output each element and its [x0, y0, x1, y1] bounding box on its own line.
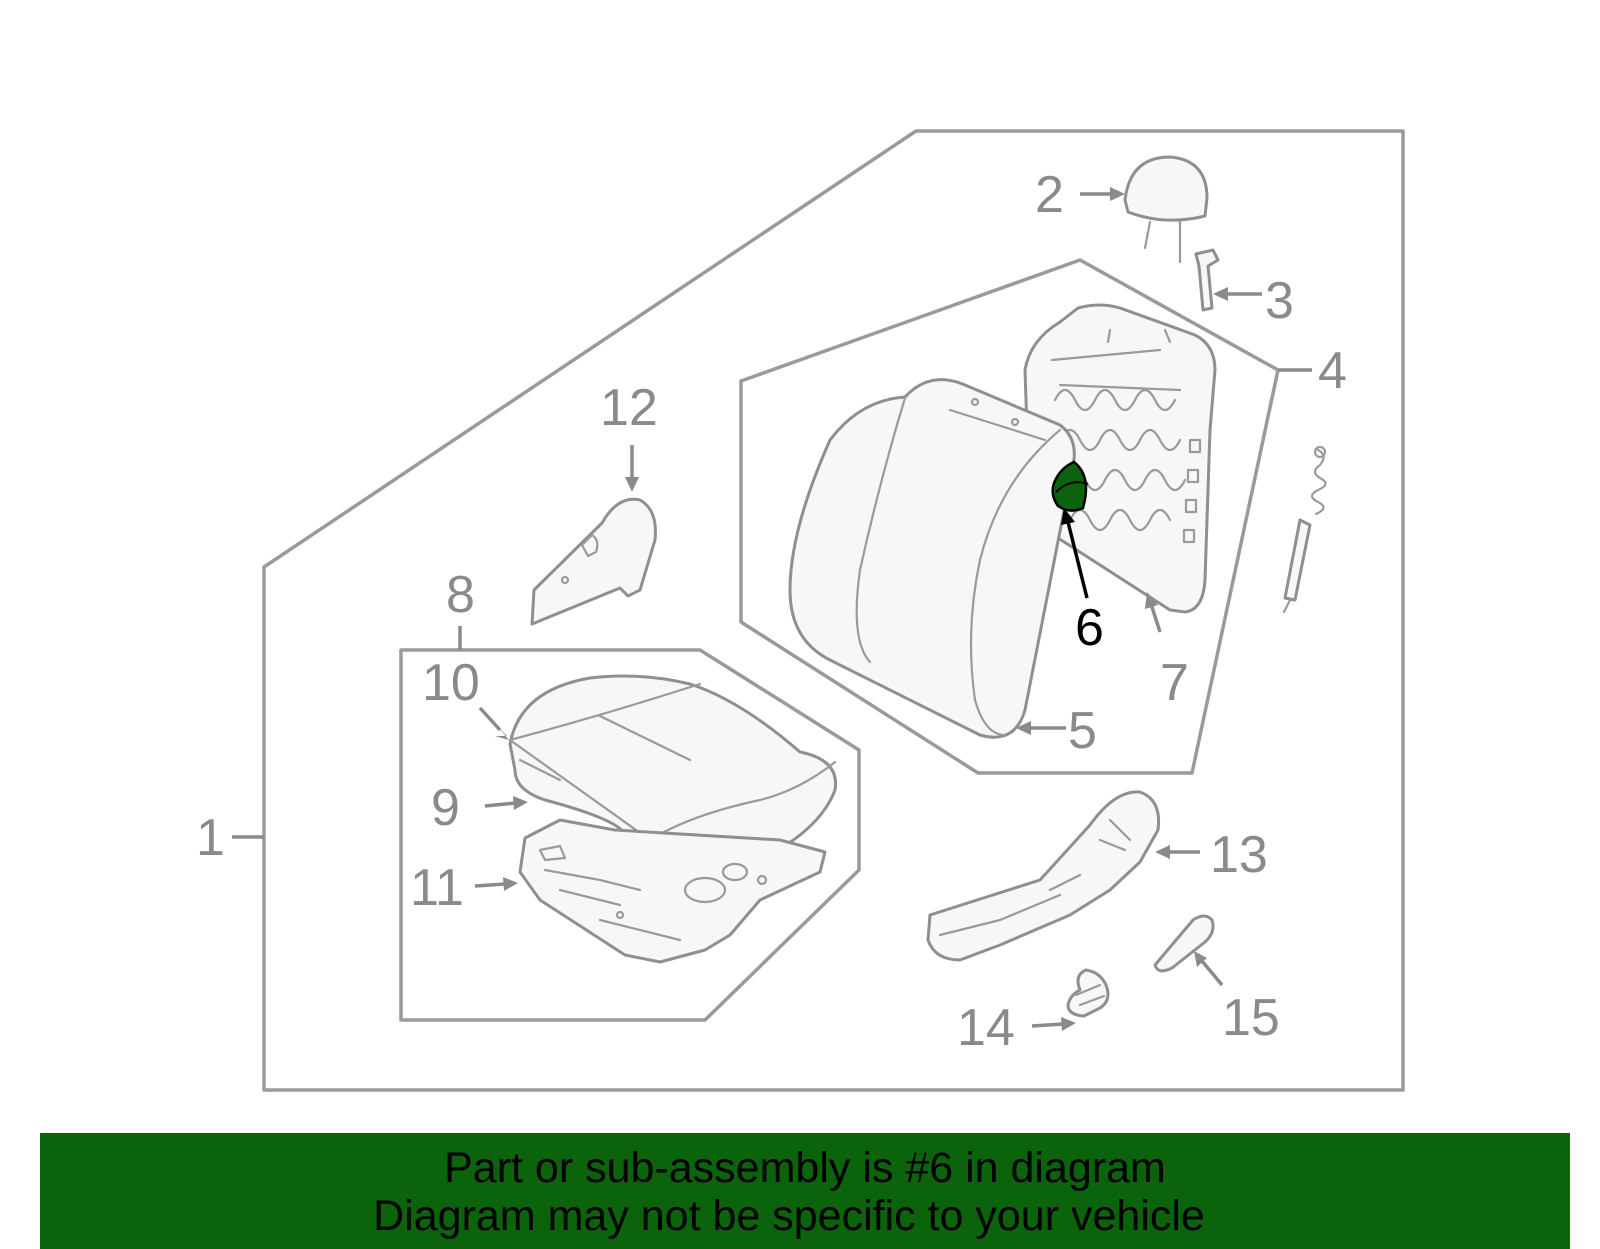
callout-11: 11: [410, 859, 464, 917]
callout-14: 14: [957, 999, 1015, 1057]
side-cover-part[interactable]: [926, 790, 1161, 962]
assembly-outline-1: [262, 129, 1405, 1092]
callout-1: 1: [196, 809, 225, 867]
seat-cushion-part[interactable]: [508, 674, 838, 878]
callout-6: 6: [1075, 599, 1104, 657]
lumbar-spring-part[interactable]: [1282, 445, 1327, 614]
leader-lines: [232, 187, 1312, 1031]
headrest-guide-part[interactable]: [1194, 248, 1220, 312]
banner-line-part-number: Part or sub-assembly is #6 in diagram: [444, 1144, 1166, 1192]
callout-2: 2: [1035, 166, 1064, 224]
knob-part[interactable]: [1066, 968, 1110, 1018]
callout-7: 7: [1160, 654, 1189, 712]
info-banner: Part or sub-assembly is #6 in diagram Di…: [40, 1133, 1570, 1249]
callout-9: 9: [431, 779, 460, 837]
assembly-outline-4: [739, 258, 1280, 775]
banner-line-disclaimer: Diagram may not be specific to your vehi…: [373, 1192, 1205, 1240]
cushion-frame-part[interactable]: [518, 818, 827, 964]
callout-labels: 1 2 3 4 5 6 7 8 9 10 11 12 13 14 15: [196, 166, 1347, 1057]
callout-10: 10: [422, 654, 480, 712]
assembly-outline-8: [399, 648, 861, 1022]
callout-4: 4: [1318, 342, 1347, 400]
handle-part[interactable]: [1153, 914, 1215, 973]
callout-15: 15: [1222, 989, 1280, 1047]
callout-3: 3: [1265, 272, 1294, 330]
callout-13: 13: [1210, 826, 1268, 884]
callout-12: 12: [600, 379, 658, 437]
callout-5: 5: [1068, 702, 1097, 760]
headrest-part[interactable]: [1123, 155, 1209, 264]
highlighted-part-6[interactable]: [1051, 460, 1088, 512]
callout-8: 8: [446, 566, 475, 624]
seatback-cover-part[interactable]: [788, 378, 1076, 739]
side-panel-part[interactable]: [530, 497, 657, 626]
